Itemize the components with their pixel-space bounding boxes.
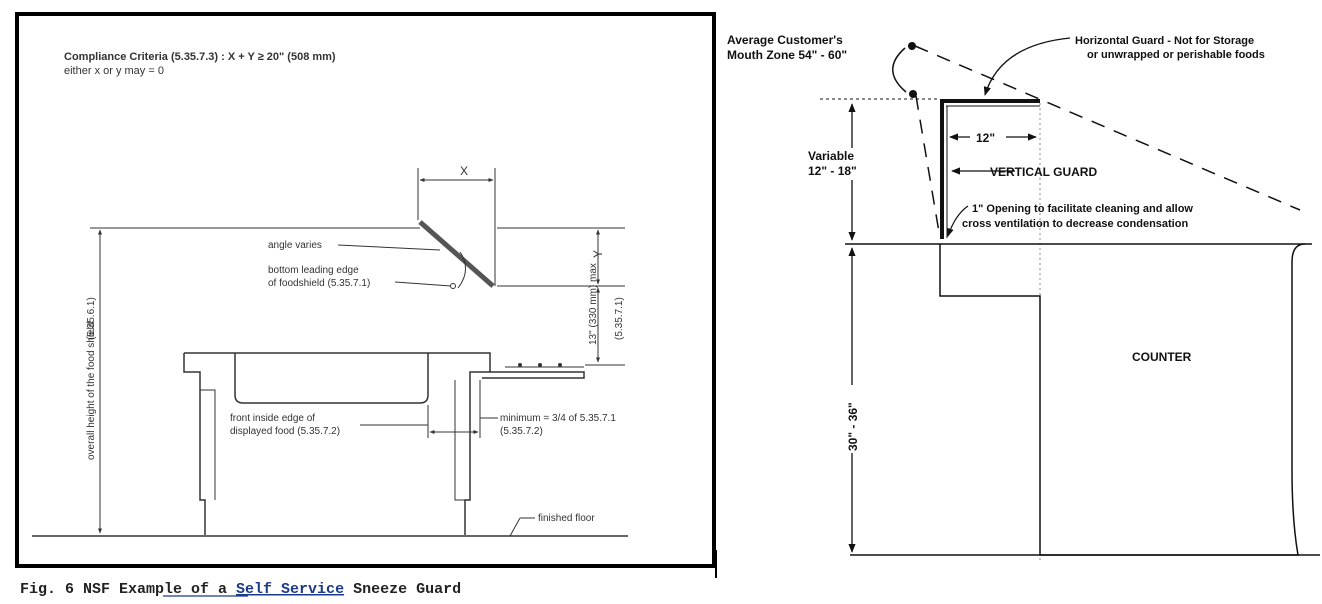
compliance-criteria: Compliance Criteria (5.35.7.3) : X + Y ≥… bbox=[64, 51, 336, 63]
horizontal-guard-label-1: Horizontal Guard - Not for Storage bbox=[1075, 35, 1254, 47]
max-13-label: 13" (330 mm) max bbox=[588, 263, 599, 345]
caption-link: Self Service bbox=[236, 581, 344, 598]
opening-label-1: 1" Opening to facilitate cleaning and al… bbox=[972, 203, 1193, 215]
front-edge-label-2: displayed food (5.35.7.2) bbox=[230, 426, 340, 437]
counter-guard-figure: Average Customer's Mouth Zone 54" - 60" … bbox=[727, 33, 1320, 560]
figure-frame bbox=[15, 12, 716, 568]
opening-label-2: cross ventilation to decrease condensati… bbox=[962, 218, 1188, 230]
food-shield-glass bbox=[418, 220, 495, 288]
mouth-zone-label-1: Average Customer's bbox=[727, 33, 843, 47]
counter-section bbox=[183, 352, 585, 535]
counter-height-label: 30" - 36" bbox=[846, 402, 860, 451]
minimum-label-1: minimum = 3/4 of 5.35.7.1 bbox=[500, 413, 616, 424]
bottom-edge-label-1: bottom leading edge bbox=[268, 265, 359, 276]
counter-body bbox=[939, 243, 1306, 556]
mouth-zone-top-dot bbox=[908, 42, 916, 50]
vertical-guard-text: VERTICAL GUARD bbox=[990, 165, 1097, 179]
front-edge-label-1: front inside edge of bbox=[230, 413, 315, 424]
horizontal-guard-pointer bbox=[983, 37, 1071, 96]
counter-label: COUNTER bbox=[1132, 350, 1192, 364]
y-label: Y bbox=[591, 250, 605, 258]
sight-line-top bbox=[914, 45, 1301, 211]
figure-caption: Fig. 6 NSF Example of a Self Service Sne… bbox=[20, 581, 461, 598]
mouth-zone-bottom-dot bbox=[909, 90, 917, 98]
mouth-zone-label-2: Mouth Zone 54" - 60" bbox=[727, 48, 847, 62]
shelf-rivets bbox=[505, 363, 584, 368]
max-13-ref: (5.35.7.1) bbox=[614, 297, 625, 340]
variable-label-1: Variable bbox=[808, 149, 854, 163]
finished-floor-label: finished floor bbox=[538, 513, 595, 524]
nsf-figure: Compliance Criteria (5.35.7.3) : X + Y ≥… bbox=[15, 12, 717, 598]
overall-height-label: overall height of the food shield bbox=[86, 322, 97, 460]
angle-arc bbox=[457, 251, 466, 289]
criteria-note: either x or y may = 0 bbox=[64, 65, 164, 77]
x-label: X bbox=[460, 164, 468, 178]
opening-pointer bbox=[947, 205, 969, 237]
horizontal-guard-label-2: or unwrapped or perishable foods bbox=[1087, 49, 1265, 61]
overall-height-ref: (5.35.6.1) bbox=[86, 297, 97, 340]
variable-label-2: 12" - 18" bbox=[808, 164, 857, 178]
minimum-label-2: (5.35.7.2) bbox=[500, 426, 543, 437]
angle-varies-label: angle varies bbox=[268, 240, 322, 251]
sight-line-bottom bbox=[915, 95, 941, 239]
dim-12-label: 12" bbox=[976, 131, 995, 145]
sneeze-guard bbox=[940, 99, 1040, 239]
mouth-zone-arc bbox=[892, 47, 907, 93]
bottom-edge-label-2: of foodshield (5.35.7.1) bbox=[268, 278, 370, 289]
